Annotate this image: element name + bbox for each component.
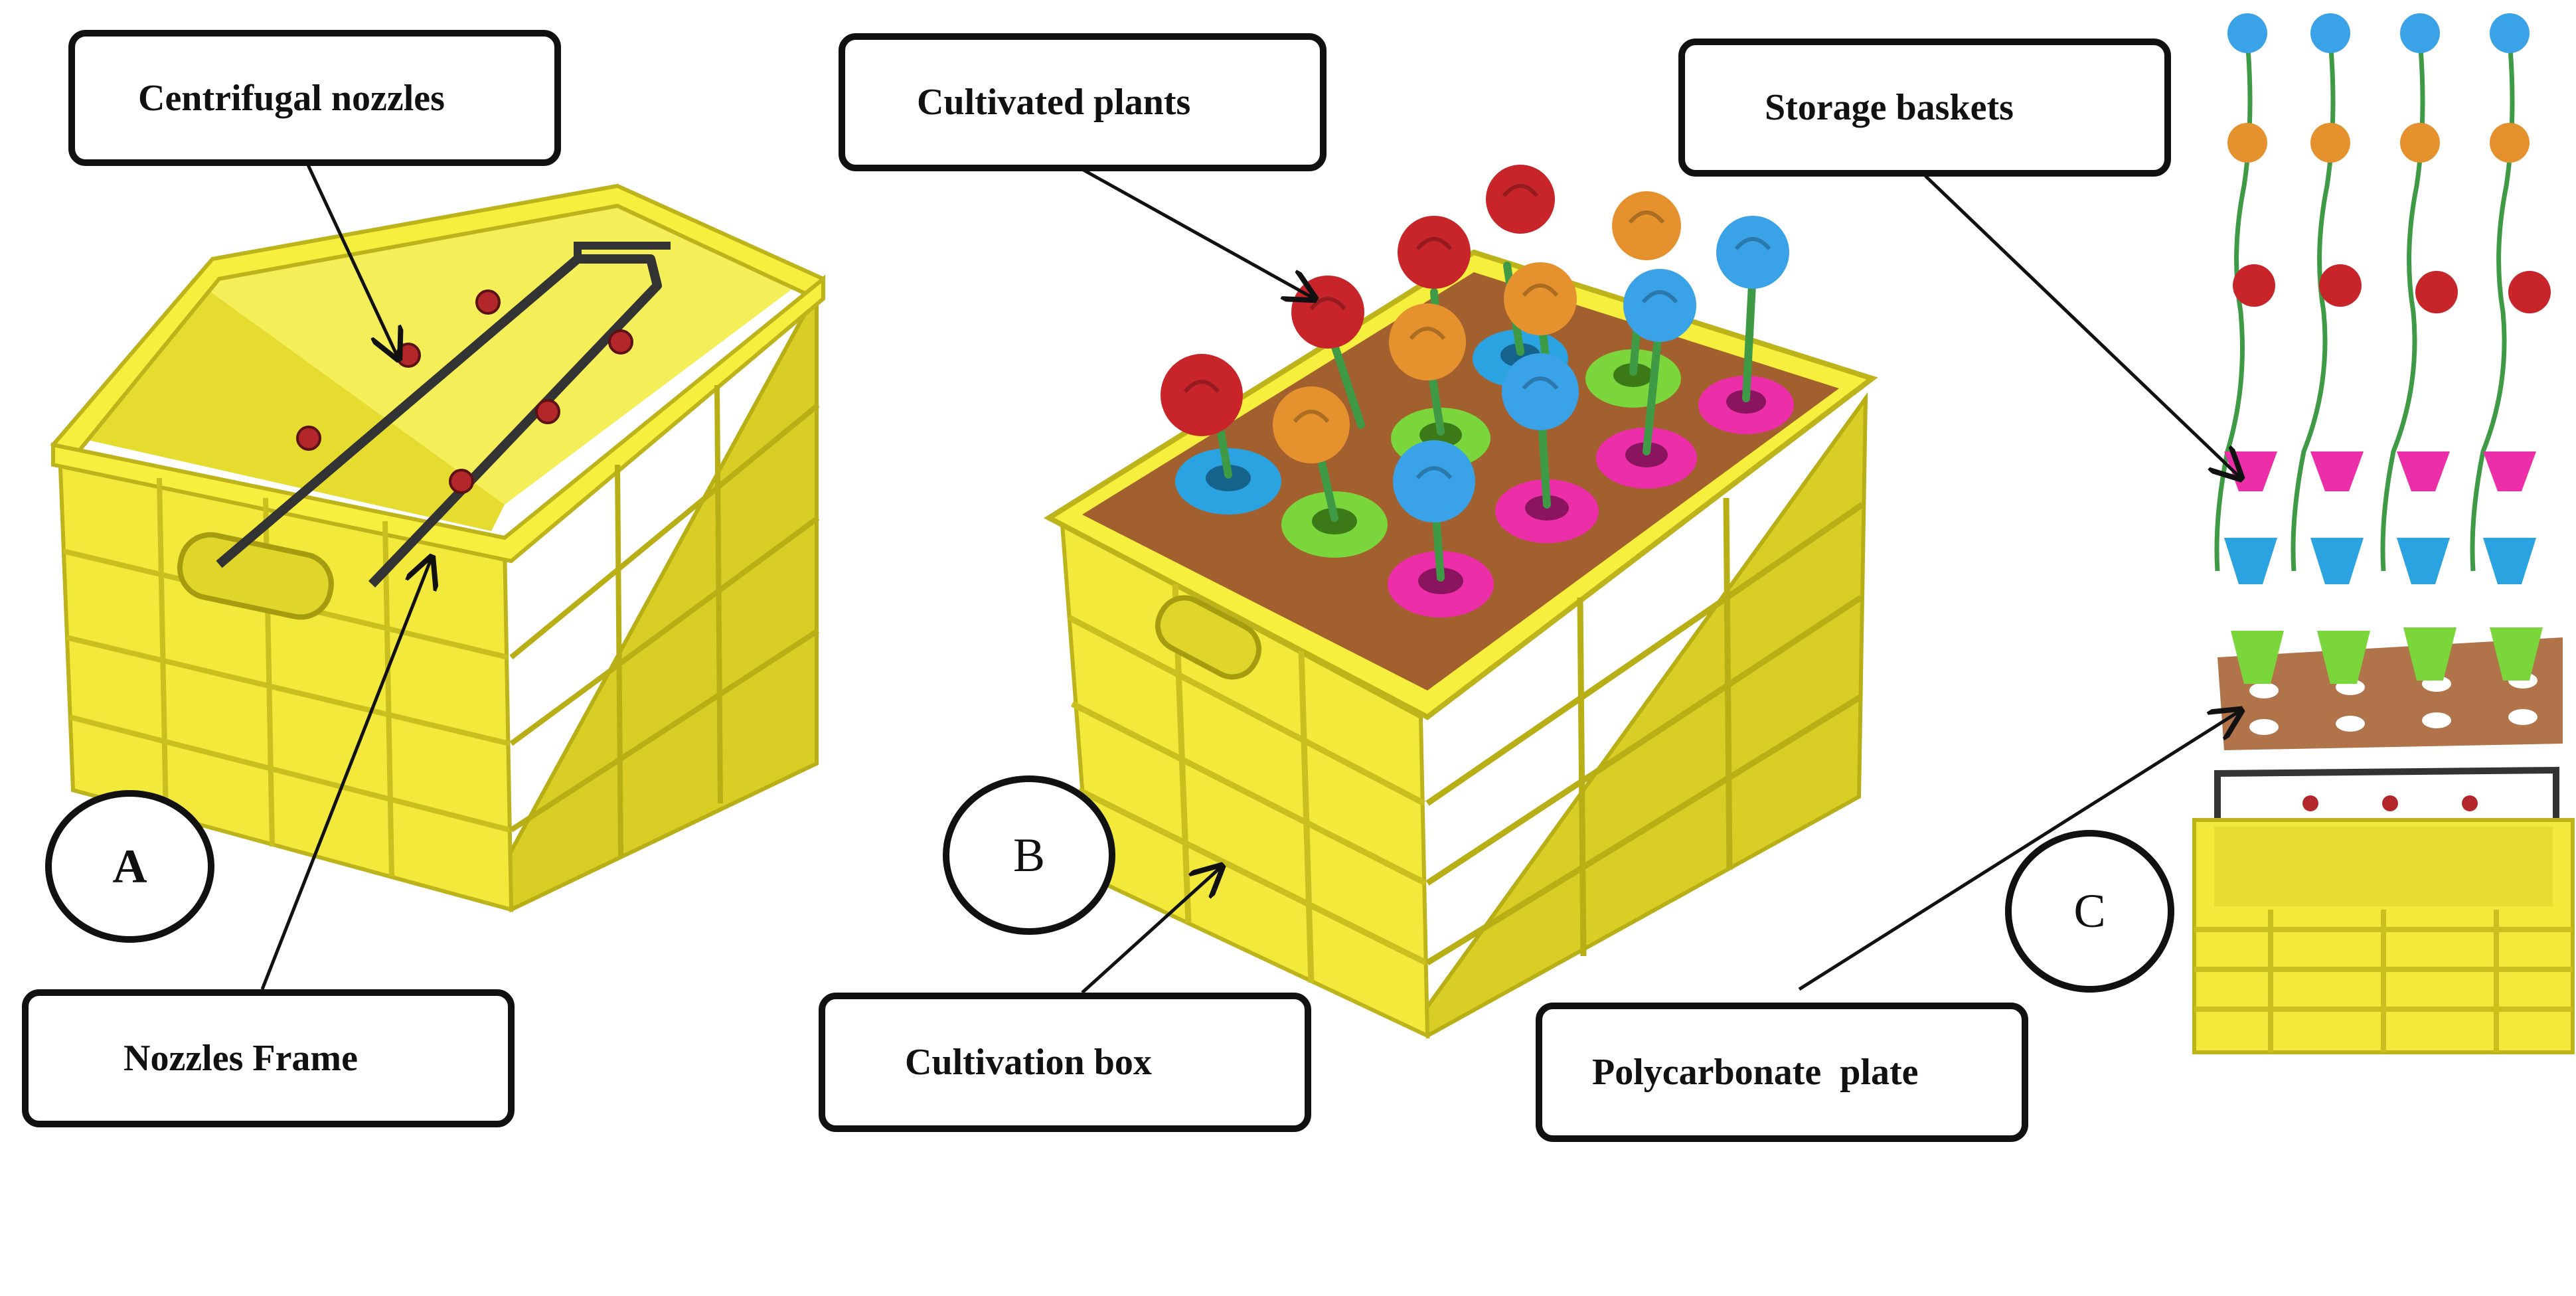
label-polycarbonate-plate: Polycarbonate plate — [1536, 1003, 2028, 1142]
crate-with-nozzles — [50, 183, 826, 913]
arrow-polycarbonate-plate — [1798, 710, 2241, 991]
label-polycarbonate-plate-text: Polycarbonate plate — [1592, 1052, 1919, 1093]
label-cultivated-plants: Cultivated plants — [839, 33, 1327, 171]
label-cultivated-plants-text: Cultivated plants — [917, 82, 1191, 123]
label-centrifugal-nozzles-text: Centrifugal nozzles — [138, 77, 445, 119]
arrow-cultivated-plants — [1081, 167, 1315, 299]
label-storage-baskets-text: Storage baskets — [1765, 87, 2014, 128]
leader-lines — [260, 158, 2241, 994]
panel-label-b: B — [943, 775, 1115, 935]
arrow-nozzles-frame — [260, 558, 432, 990]
arrow-storage-baskets — [1924, 175, 2241, 478]
label-cultivation-box: Cultivation box — [819, 993, 1311, 1132]
panel-label-a: A — [45, 790, 214, 943]
label-nozzles-frame-text: Nozzles Frame — [123, 1038, 358, 1079]
arrow-cultivation-box — [1081, 866, 1222, 994]
exploded-view — [2192, 13, 2575, 1054]
cultivation-box-illustration — [1043, 165, 1878, 1039]
label-nozzles-frame: Nozzles Frame — [22, 989, 515, 1127]
panel-label-b-text: B — [1012, 828, 1046, 882]
panel-label-c-text: C — [2073, 884, 2106, 937]
label-storage-baskets: Storage baskets — [1678, 39, 2171, 177]
label-cultivation-box-text: Cultivation box — [905, 1042, 1152, 1083]
panel-label-c: C — [2005, 830, 2174, 993]
label-centrifugal-nozzles: Centrifugal nozzles — [68, 30, 561, 166]
panel-label-a-text: A — [112, 839, 147, 893]
arrow-centrifugal-nozzles — [303, 158, 398, 359]
